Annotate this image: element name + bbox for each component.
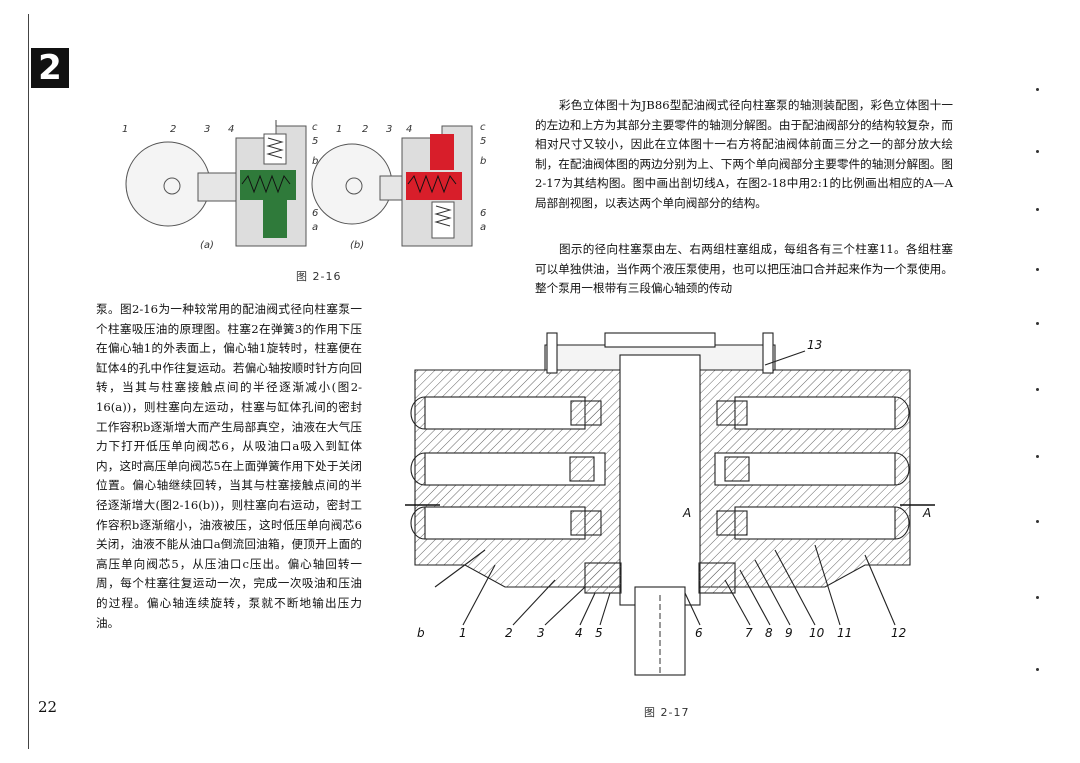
figure-2-16-a bbox=[125, 120, 307, 247]
fig16a-label-b: b bbox=[312, 156, 318, 167]
fig16b-label-5: 5 bbox=[480, 136, 486, 147]
fig17-label-11: 11 bbox=[837, 626, 852, 640]
fig17-label-7: 7 bbox=[745, 626, 753, 640]
fig16a-label-c: c bbox=[312, 122, 318, 133]
fig17-label-12: 12 bbox=[891, 626, 906, 640]
figure-2-16-b-labels: 1 2 3 4 c 5 b 6 a (b) bbox=[336, 122, 486, 251]
body-text-left: 泵。图2-16为一种较常用的配油阀式径向柱塞泵一个柱塞吸压油的原理图。柱塞2在弹… bbox=[96, 302, 362, 630]
fig17-label-6: 6 bbox=[695, 626, 703, 640]
fig16b-label-2: 2 bbox=[362, 124, 368, 135]
fig16b-label-3: 3 bbox=[386, 124, 392, 135]
page-margin-rule bbox=[28, 14, 29, 749]
fig17-label-3: 3 bbox=[537, 626, 545, 640]
fig16a-label-4: 4 bbox=[228, 124, 234, 135]
fig17-label-2: 2 bbox=[505, 626, 513, 640]
fig17-label-9: 9 bbox=[785, 626, 793, 640]
body-text-right-1: 彩色立体图十为JB86型配油阀式径向柱塞泵的轴测装配图，彩色立体图十一的左边和上… bbox=[535, 98, 953, 210]
scan-mark bbox=[1036, 668, 1039, 671]
fig17-label-1: 1 bbox=[459, 626, 467, 640]
scan-mark bbox=[1036, 520, 1039, 523]
fig17-label-5: 5 bbox=[595, 626, 603, 640]
fig16a-label-5: 5 bbox=[312, 136, 318, 147]
fig17-label-A-outer: A bbox=[922, 506, 931, 520]
fig16b-label-c: c bbox=[480, 122, 486, 133]
body-text-right-2: 图示的径向柱塞泵由左、右两组柱塞组成，每组各有三个柱塞11。各组柱塞可以单独供油… bbox=[535, 242, 953, 296]
fig16b-label-4: 4 bbox=[406, 124, 412, 135]
fig16b-label-1: 1 bbox=[336, 124, 342, 135]
fig16a-label-1: 1 bbox=[122, 124, 128, 135]
scan-mark bbox=[1036, 596, 1039, 599]
fig17-label-10: 10 bbox=[809, 626, 825, 640]
scan-mark bbox=[1036, 88, 1039, 91]
scan-mark bbox=[1036, 322, 1039, 325]
fig16a-label-3: 3 bbox=[204, 124, 210, 135]
fig17-label-A-inner: A bbox=[682, 506, 691, 520]
scan-mark bbox=[1036, 208, 1039, 211]
figure-2-16: 1 2 3 4 c 5 b 6 a (a) 1 2 3 4 c 5 b 6 a … bbox=[122, 120, 486, 251]
chapter-badge: 2 bbox=[31, 48, 69, 88]
fig16a-label-a: a bbox=[312, 222, 318, 233]
scan-mark bbox=[1036, 268, 1039, 271]
figure-2-16-b bbox=[311, 125, 473, 247]
fig16b-label-b: b bbox=[480, 156, 486, 167]
fig16a-label-6: 6 bbox=[312, 208, 318, 219]
fig16b-label-6: 6 bbox=[480, 208, 486, 219]
fig16b-label-a: a bbox=[480, 222, 486, 233]
fig16a-sublabel: (a) bbox=[200, 240, 214, 251]
working-volume-a bbox=[240, 170, 296, 200]
fig16b-sublabel: (b) bbox=[350, 240, 364, 251]
scan-mark bbox=[1036, 455, 1039, 458]
scan-mark bbox=[1036, 150, 1039, 153]
figure-2-16-caption: 图 2-16 bbox=[296, 270, 342, 283]
scan-mark bbox=[1036, 388, 1039, 391]
page-number: 22 bbox=[38, 698, 58, 716]
fig17-label-4: 4 bbox=[575, 626, 583, 640]
fig16a-label-2: 2 bbox=[170, 124, 176, 135]
fig17-label-b: b bbox=[417, 626, 425, 640]
fig17-label-13: 13 bbox=[807, 338, 822, 352]
figure-2-17: 13 A A b 1 2 3 4 5 6 7 8 9 10 11 12 bbox=[405, 332, 935, 676]
fig17-label-8: 8 bbox=[765, 626, 773, 640]
figure-2-16-a-labels: 1 2 3 4 c 5 b 6 a (a) bbox=[122, 122, 318, 251]
figure-2-17-labels: 13 A A b 1 2 3 4 5 6 7 8 9 10 11 12 bbox=[417, 338, 931, 640]
figure-2-17-caption: 图 2-17 bbox=[644, 706, 690, 719]
